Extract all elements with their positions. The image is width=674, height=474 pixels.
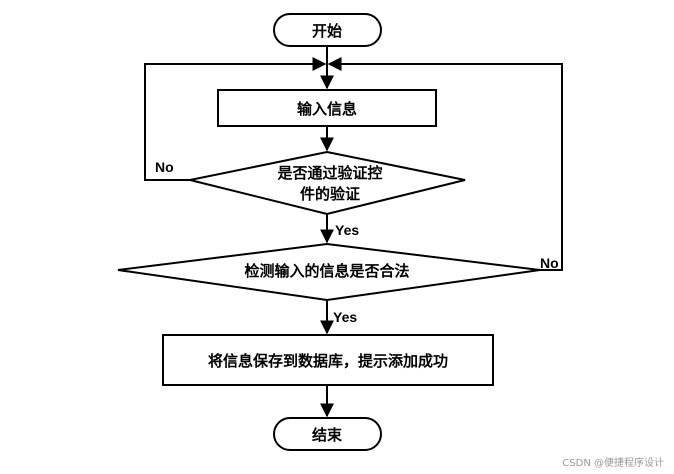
start-node: 开始 <box>273 13 382 47</box>
validate-decision: 是否通过验证控 件的验证 <box>189 150 466 216</box>
watermark-text: CSDN @便捷程序设计 <box>562 456 664 469</box>
start-label: 开始 <box>312 22 342 40</box>
end-node: 结束 <box>273 417 382 451</box>
validate-label-line2: 件的验证 <box>300 185 360 203</box>
end-label: 结束 <box>312 426 343 444</box>
check-yes-label: Yes <box>333 309 357 325</box>
check-label: 检测输入的信息是否合法 <box>244 262 409 280</box>
save-label: 将信息保存到数据库，提示添加成功 <box>208 352 448 370</box>
validate-yes-label: Yes <box>335 222 359 238</box>
save-node: 将信息保存到数据库，提示添加成功 <box>162 334 494 386</box>
validate-label-line1: 是否通过验证控 <box>276 164 382 182</box>
check-no-label: No <box>540 255 559 271</box>
input-label: 输入信息 <box>297 100 357 118</box>
check-decision: 检测输入的信息是否合法 <box>117 242 541 302</box>
edge-validate-no-loop <box>144 57 327 181</box>
validate-no-label: No <box>155 159 174 175</box>
edge-check-no-loop <box>327 57 563 271</box>
input-node: 输入信息 <box>217 89 437 127</box>
